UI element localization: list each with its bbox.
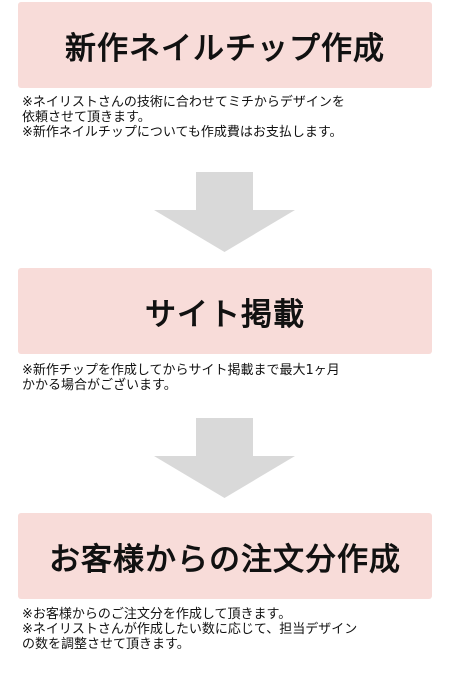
note-line: ※お客様からのご注文分を作成して頂きます。 (22, 607, 292, 622)
arrow-down-icon (154, 172, 295, 252)
note-line: 依頼させて頂きます。 (22, 110, 151, 125)
note-line: ※ネイリストさんの技術に合わせてミチからデザインを (22, 95, 345, 110)
step-note: ※ネイリストさんの技術に合わせてミチからデザインを 依頼させて頂きます。 ※新作… (22, 95, 442, 140)
note-line: ※ネイリストさんが作成したい数に応じて、担当デザイン (22, 622, 358, 637)
step-note: ※新作チップを作成してからサイト掲載まで最大1ヶ月 かかる場合がございます。 (22, 363, 442, 393)
note-line: の数を調整させて頂きます。 (22, 637, 190, 652)
note-line: かかる場合がございます。 (22, 378, 177, 393)
note-line: ※新作チップを作成してからサイト掲載まで最大1ヶ月 (22, 363, 340, 378)
step-note: ※お客様からのご注文分を作成して頂きます。 ※ネイリストさんが作成したい数に応じ… (22, 607, 442, 652)
step-box-new-nail-tip: 新作ネイルチップ作成 (18, 2, 432, 88)
note-line: ※新作ネイルチップについても作成費はお支払します。 (22, 125, 343, 140)
step-title: 新作ネイルチップ作成 (65, 30, 385, 67)
arrow-down-icon (154, 418, 295, 498)
step-box-site-listing: サイト掲載 (18, 268, 432, 354)
step-box-customer-order: お客様からの注文分作成 (18, 513, 432, 599)
step-title: サイト掲載 (145, 296, 305, 333)
step-title: お客様からの注文分作成 (49, 541, 401, 578)
